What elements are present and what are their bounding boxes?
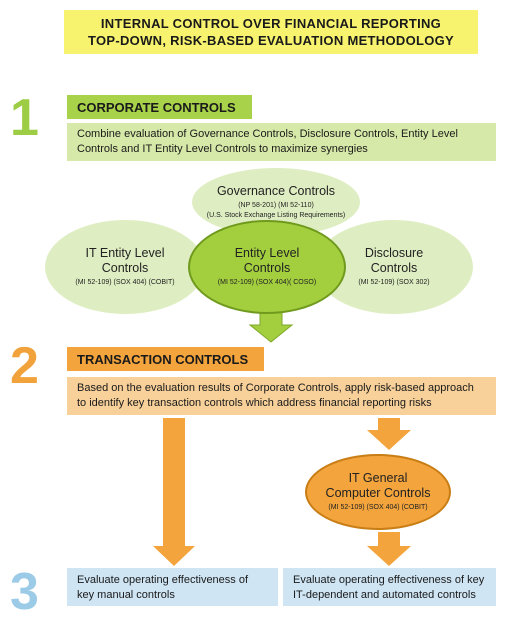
transaction-controls-description: Based on the evaluation results of Corpo… (67, 377, 496, 415)
arrow-transaction-to-itgc (367, 418, 411, 450)
governance-controls-label: Governance Controls (216, 183, 336, 198)
it-general-computer-controls-ellipse: IT General Computer Controls (MI 52-109)… (305, 454, 451, 530)
title-line-2: TOP-DOWN, RISK-BASED EVALUATION METHODOL… (87, 33, 455, 48)
corporate-controls-description: Combine evaluation of Governance Control… (67, 123, 496, 161)
entity-level-label-2: Controls (243, 261, 291, 275)
step-3-number: 3 (10, 563, 39, 621)
disclosure-ref: (MI 52-109) (SOX 302) (358, 279, 430, 286)
arrow-entity-to-transaction (248, 311, 294, 343)
arrow-itgc-to-automated (367, 532, 411, 566)
entity-level-ref: (MI 52-109) (SOX 404)( COSO) (217, 279, 317, 286)
page-title: INTERNAL CONTROL OVER FINANCIAL REPORTIN… (64, 10, 478, 54)
arrow-transaction-to-manual (153, 418, 195, 566)
itgc-label-2: Computer Controls (325, 486, 431, 500)
transaction-controls-heading: TRANSACTION CONTROLS (67, 347, 264, 371)
itgc-label-1: IT General (348, 471, 408, 485)
itgc-ref: (MI 52-109) (SOX 404) (COBIT) (328, 504, 428, 511)
disclosure-label-2: Controls (370, 261, 418, 275)
it-entity-level-label-2: Controls (101, 261, 149, 275)
corporate-controls-heading: CORPORATE CONTROLS (67, 95, 252, 119)
governance-controls-ref-1: (NP 58-201) (MI 52-110) (238, 201, 314, 209)
disclosure-label-1: Disclosure (364, 246, 424, 260)
entity-level-label-1: Entity Level (234, 246, 300, 260)
automated-controls-box: Evaluate operating effectiveness of key … (283, 568, 496, 606)
manual-controls-box: Evaluate operating effectiveness of key … (67, 568, 278, 606)
step-1-number: 1 (10, 89, 39, 147)
governance-controls-ref-2: (U.S. Stock Exchange Listing Requirement… (206, 211, 346, 219)
entity-level-controls-ellipse: Entity Level Controls (MI 52-109) (SOX 4… (188, 220, 346, 314)
step-2-number: 2 (10, 337, 39, 395)
it-entity-level-controls-ellipse: IT Entity Level Controls (MI 52-109) (SO… (45, 220, 205, 314)
it-entity-level-label-1: IT Entity Level (85, 246, 165, 260)
title-line-1: INTERNAL CONTROL OVER FINANCIAL REPORTIN… (100, 16, 442, 31)
it-entity-level-ref: (MI 52-109) (SOX 404) (COBIT) (75, 279, 175, 286)
